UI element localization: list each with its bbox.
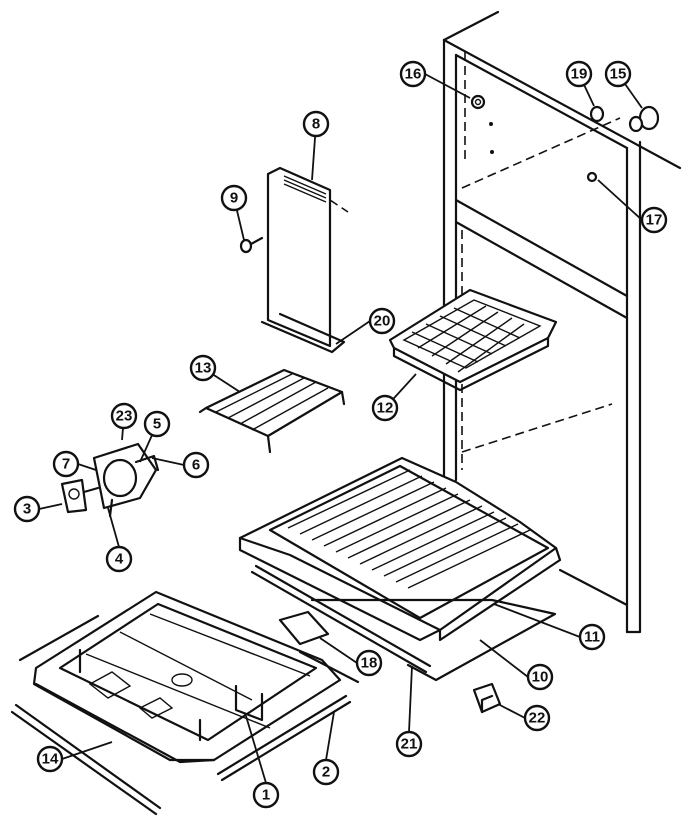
svg-text:11: 11 (584, 629, 600, 646)
side-rails (10, 614, 360, 816)
svg-text:22: 22 (529, 710, 546, 727)
callout-10: 10 (526, 663, 554, 691)
svg-text:1: 1 (262, 787, 270, 804)
svg-text:20: 20 (374, 313, 391, 330)
callout-20: 20 (368, 307, 396, 335)
callout-11: 11 (578, 623, 606, 651)
svg-text:6: 6 (192, 457, 200, 474)
callout-22: 22 (523, 704, 551, 732)
svg-text:17: 17 (646, 212, 663, 229)
svg-text:15: 15 (610, 66, 627, 83)
callout-7: 7 (52, 450, 80, 478)
crisper-rail (250, 564, 432, 674)
callout-23: 23 (110, 402, 138, 430)
svg-text:9: 9 (230, 190, 238, 207)
svg-text:21: 21 (401, 736, 418, 753)
crisper-panel (310, 598, 557, 682)
svg-text:3: 3 (23, 501, 31, 518)
svg-text:16: 16 (405, 66, 422, 83)
callout-6: 6 (182, 451, 210, 479)
callout-9: 9 (220, 184, 248, 212)
svg-text:7: 7 (62, 456, 70, 473)
screw-9 (239, 236, 264, 254)
callout-8: 8 (302, 110, 330, 138)
callout-12: 12 (371, 394, 399, 422)
svg-text:19: 19 (571, 66, 588, 83)
callout-2: 2 (312, 758, 340, 786)
callout-14: 14 (36, 745, 64, 773)
callout-17: 17 (640, 206, 668, 234)
callout-21: 21 (395, 730, 423, 758)
svg-text:4: 4 (115, 551, 124, 568)
svg-text:23: 23 (116, 408, 133, 425)
svg-text:13: 13 (195, 360, 212, 377)
callout-3: 3 (13, 495, 41, 523)
bracket-18 (278, 610, 330, 646)
cabinet (442, 10, 682, 634)
svg-text:10: 10 (532, 669, 549, 686)
svg-text:14: 14 (42, 751, 59, 768)
control-knobs (470, 94, 660, 183)
evaporator-cover (260, 166, 349, 354)
svg-text:8: 8 (312, 116, 320, 133)
callout-15: 15 (604, 60, 632, 88)
callout-1: 1 (252, 781, 280, 809)
wire-shelf (198, 368, 346, 454)
crisper-cover (238, 456, 562, 642)
callout-13: 13 (189, 354, 217, 382)
svg-text:18: 18 (361, 655, 378, 672)
svg-text:5: 5 (153, 416, 161, 433)
callout-4: 4 (105, 545, 133, 573)
callout-5: 5 (143, 410, 171, 438)
clip-22 (472, 682, 502, 714)
callout-18: 18 (355, 649, 383, 677)
drip-tray (32, 590, 342, 764)
callout-16: 16 (399, 60, 427, 88)
callout-19: 19 (565, 60, 593, 88)
svg-text:12: 12 (377, 400, 394, 417)
ice-tray (388, 288, 558, 392)
svg-text:2: 2 (322, 764, 330, 781)
